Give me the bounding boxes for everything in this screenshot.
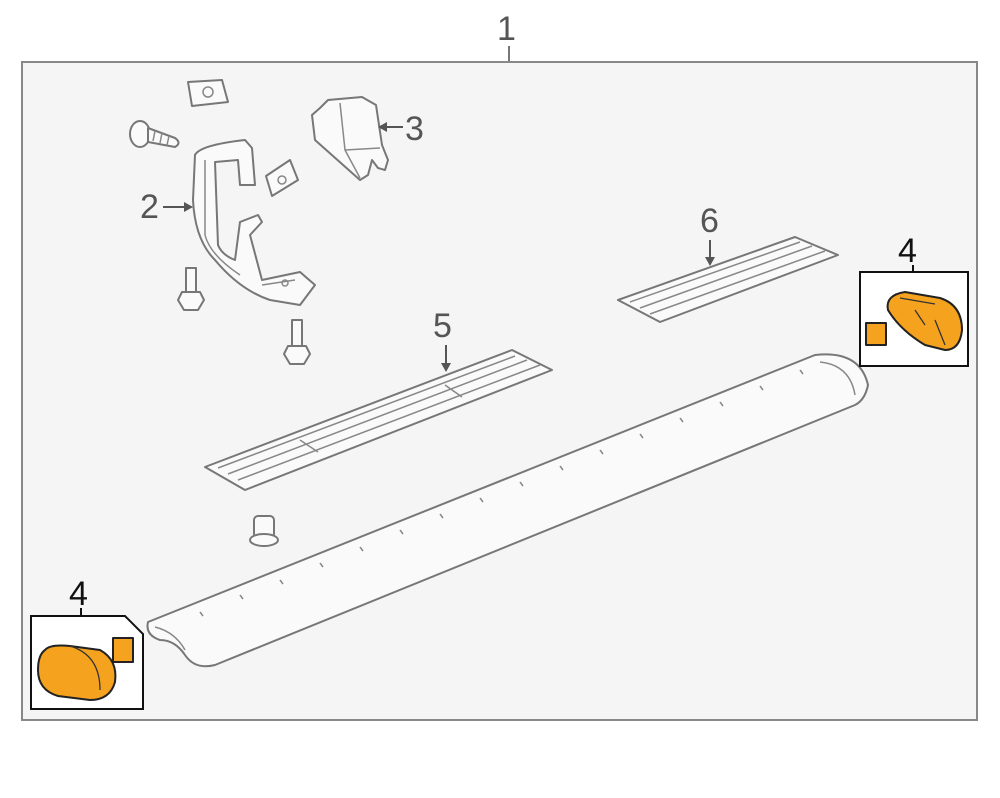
running-board: [146, 353, 869, 668]
callout-5: 5: [433, 307, 452, 345]
callout-6: 6: [700, 202, 719, 240]
arrow-icon: [705, 257, 715, 266]
end-cap-left: [37, 637, 134, 701]
bracket: [192, 139, 316, 306]
callout-4-right: 4: [898, 232, 917, 270]
callout-3: 3: [405, 110, 424, 148]
callout-2: 2: [140, 188, 159, 226]
end-cap-right: [865, 291, 963, 351]
screw: [129, 120, 180, 148]
arrow-icon: [441, 363, 451, 372]
clip-nut-top: [187, 79, 229, 107]
arrow-icon: [378, 122, 387, 132]
arrow-icon: [184, 202, 193, 212]
callout-1: 1: [497, 10, 516, 48]
step-pad-rear: [617, 236, 839, 323]
bolt-left: [177, 267, 205, 311]
clip-nut-middle: [265, 159, 299, 197]
grommet: [249, 515, 279, 547]
bolt-right: [283, 319, 311, 365]
cover: [311, 96, 389, 181]
callout-4-left: 4: [69, 575, 88, 613]
step-pad-front: [204, 349, 553, 491]
